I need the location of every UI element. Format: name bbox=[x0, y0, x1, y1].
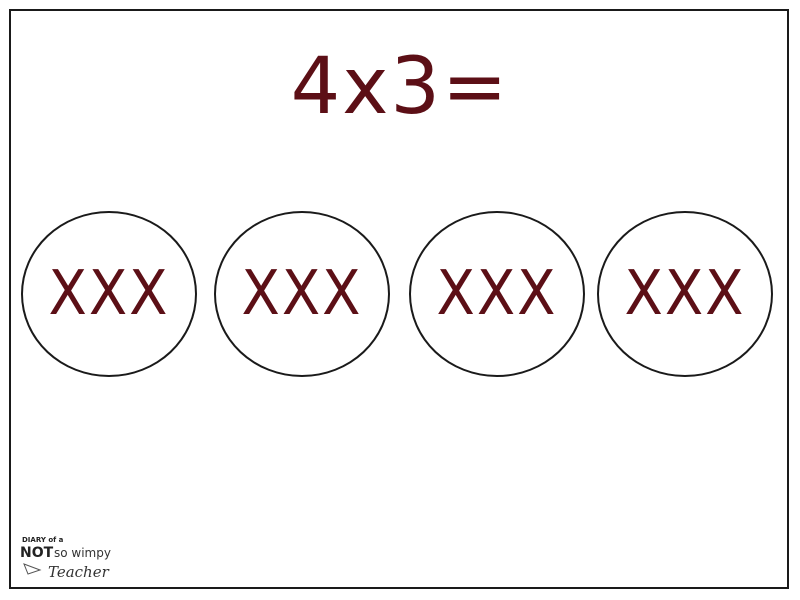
equal-groups: XXX XXX XXX XXX bbox=[0, 211, 800, 381]
group-circle: XXX bbox=[214, 211, 390, 377]
equation-prompt: 4x3= bbox=[290, 42, 510, 132]
logo-line-1: DIARY of a bbox=[22, 536, 64, 544]
logo-line-2-rest: so wimpy bbox=[54, 546, 111, 560]
paper-plane-icon bbox=[23, 563, 42, 575]
logo-line-3: Teacher bbox=[48, 563, 110, 581]
group-marks: XXX bbox=[241, 257, 363, 330]
group-circle: XXX bbox=[597, 211, 773, 377]
group-marks: XXX bbox=[48, 257, 170, 330]
logo-line-2-bold: NOT bbox=[20, 545, 54, 561]
group-circle: XXX bbox=[409, 211, 585, 377]
group-marks: XXX bbox=[624, 257, 746, 330]
brand-logo: DIARY of a NOT so wimpy Teacher bbox=[20, 536, 111, 581]
group-marks: XXX bbox=[436, 257, 558, 330]
group-circle: XXX bbox=[21, 211, 197, 377]
